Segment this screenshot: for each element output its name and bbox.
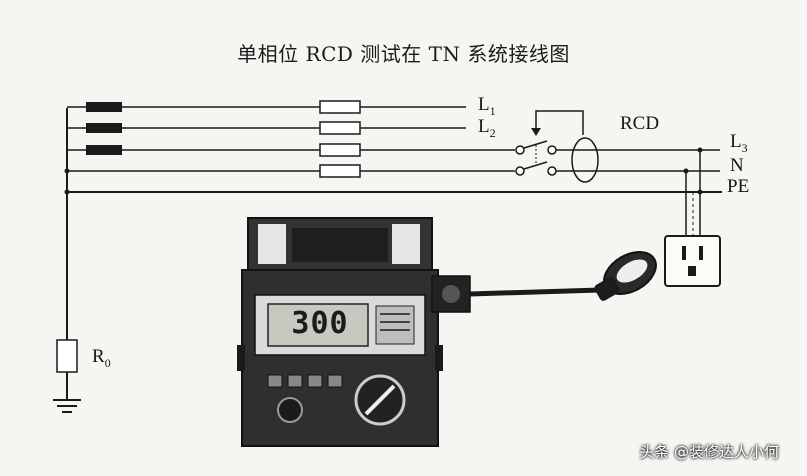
rcd-contact-l-out bbox=[547, 145, 557, 155]
rcd-contact-l-in bbox=[515, 145, 525, 155]
wall-socket bbox=[664, 235, 721, 287]
l2-fuse bbox=[319, 121, 361, 135]
l3-fuse bbox=[319, 143, 361, 157]
test-plug bbox=[594, 251, 657, 301]
label-l1: L1 bbox=[478, 94, 496, 118]
rcd-tester bbox=[237, 217, 471, 447]
tester-lcd-reading: 300 bbox=[291, 306, 349, 341]
source-winding-2 bbox=[86, 123, 122, 133]
source-winding-3 bbox=[86, 145, 122, 155]
watermark: 头条 @装修达人小何 bbox=[639, 443, 779, 461]
n-fuse bbox=[319, 164, 361, 178]
rcd-contact-n-in bbox=[515, 166, 525, 176]
diagram-title: 单相位 RCD 测试在 TN 系统接线图 bbox=[237, 42, 570, 66]
label-l2: L2 bbox=[478, 116, 496, 140]
label-pe: PE bbox=[727, 176, 750, 197]
l1-fuse bbox=[319, 100, 361, 114]
earth-resistor bbox=[56, 339, 78, 373]
source-winding-1 bbox=[86, 102, 122, 112]
label-l3: L3 bbox=[730, 131, 748, 155]
test-lead-cable bbox=[469, 287, 601, 297]
label-n: N bbox=[730, 155, 744, 176]
rcd-toroid bbox=[571, 137, 599, 183]
label-rcd: RCD bbox=[620, 113, 660, 134]
rcd-contact-n-out bbox=[547, 166, 557, 176]
rcd-trip-linkage bbox=[535, 110, 584, 135]
label-r0: R0 bbox=[92, 346, 111, 370]
